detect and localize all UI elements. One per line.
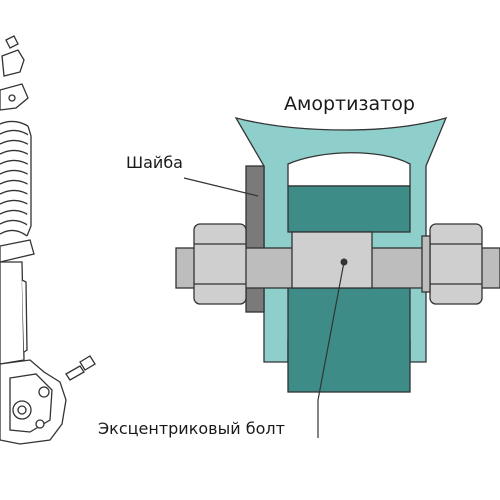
coil-spring-icon bbox=[0, 120, 32, 237]
label-eccentric-bolt: Эксцентриковый болт bbox=[98, 419, 285, 438]
nut-washer bbox=[421, 235, 431, 293]
bolt-head bbox=[193, 223, 247, 305]
shock-absorber-body-upper bbox=[287, 185, 411, 233]
bracket-inner-opening bbox=[287, 152, 411, 187]
side-bolt-icon bbox=[65, 355, 96, 381]
strut-assembly-drawing bbox=[0, 35, 96, 445]
leader-eccentric-bolt bbox=[317, 261, 345, 438]
label-washer: Шайба bbox=[126, 153, 183, 172]
label-shock-absorber: Амортизатор bbox=[284, 93, 415, 115]
lower-seat-icon bbox=[0, 239, 35, 263]
bolt-cross-section: Амортизатор Шайба Эксцентриковый болт bbox=[98, 93, 500, 438]
washer-plate bbox=[245, 165, 265, 313]
top-nut-icon bbox=[5, 35, 19, 49]
leader-washer bbox=[183, 177, 259, 197]
shock-absorber-body-lower bbox=[287, 281, 411, 393]
knuckle-bracket-icon bbox=[0, 359, 67, 445]
strut-body-icon bbox=[0, 261, 25, 365]
top-mount-icon bbox=[1, 49, 25, 77]
eccentric-cam bbox=[291, 231, 373, 289]
bolt-nut bbox=[429, 223, 483, 305]
